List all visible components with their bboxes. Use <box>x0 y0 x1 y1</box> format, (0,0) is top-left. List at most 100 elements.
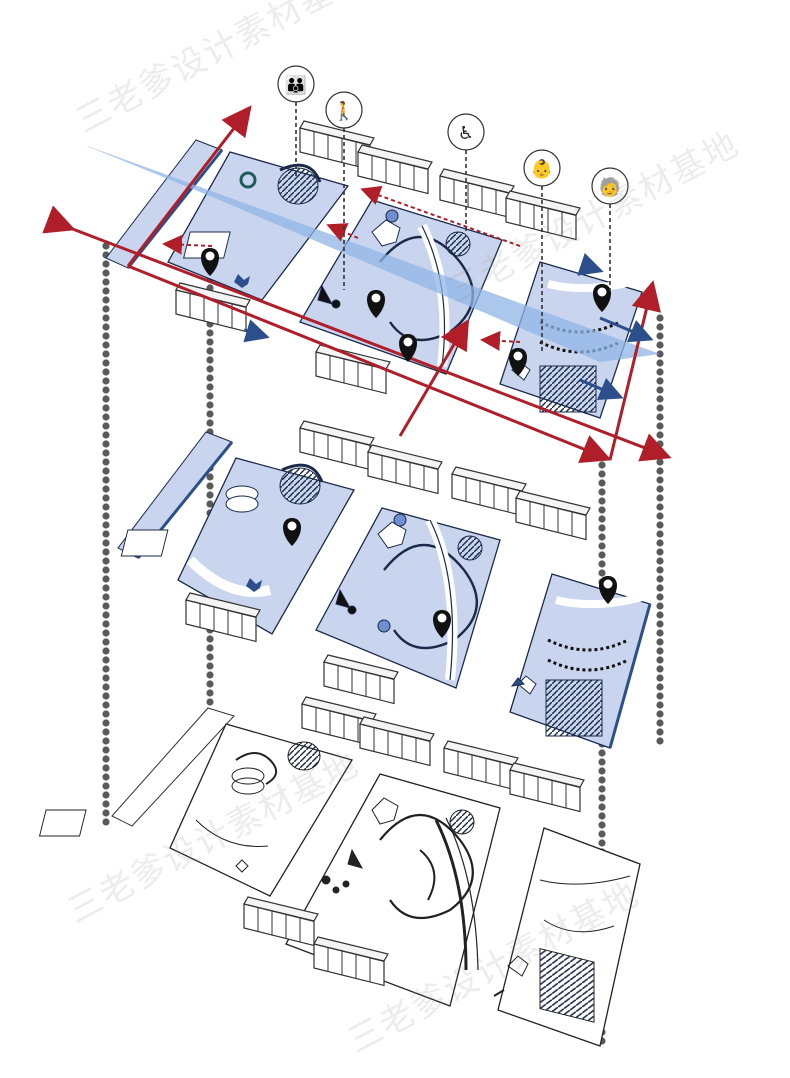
column-dot <box>206 329 214 337</box>
column-dot <box>102 746 110 754</box>
column-dot <box>206 410 214 418</box>
column-dot <box>102 341 110 349</box>
column-dot <box>102 485 110 493</box>
column-dot <box>206 347 214 355</box>
column-dot <box>102 323 110 331</box>
column-dot <box>656 692 664 700</box>
column-dot <box>102 611 110 619</box>
dotted-column-far-right <box>656 314 664 745</box>
column-dot <box>656 719 664 727</box>
column-dot <box>656 539 664 547</box>
column-dot <box>206 680 214 688</box>
column-dot <box>598 803 606 811</box>
user-icons-group: 👪 🚶 ♿ 👶 🧓 <box>277 65 629 352</box>
family-icon: 👪 <box>277 65 315 176</box>
column-dot <box>102 566 110 574</box>
column-dot <box>102 332 110 340</box>
column-dot <box>102 809 110 817</box>
icon-glyph: 🚶 <box>333 100 355 122</box>
column-dot <box>102 620 110 628</box>
column-dot <box>598 776 606 784</box>
column-dot <box>598 524 606 532</box>
elderly-icon: 🧓 <box>591 167 629 290</box>
icon-badge <box>591 167 629 205</box>
bottom-plate-right <box>497 827 641 1047</box>
column-dot <box>102 512 110 520</box>
column-dot <box>102 728 110 736</box>
column-dot <box>598 758 606 766</box>
icon-glyph: 👶 <box>531 158 553 180</box>
column-dot <box>206 392 214 400</box>
column-dot <box>102 404 110 412</box>
column-dot <box>102 818 110 826</box>
column-dot <box>656 404 664 412</box>
column-dot <box>656 674 664 682</box>
column-dot <box>656 701 664 709</box>
column-dot <box>598 470 606 478</box>
column-dot <box>598 785 606 793</box>
column-dot <box>598 542 606 550</box>
column-dot <box>206 491 214 499</box>
column-dot <box>598 461 606 469</box>
column-dot <box>656 341 664 349</box>
column-dot <box>656 395 664 403</box>
bottom-left-detail <box>38 741 321 873</box>
column-dot <box>656 530 664 538</box>
column-dot <box>102 701 110 709</box>
column-dot <box>656 656 664 664</box>
column-dot <box>102 584 110 592</box>
middle-left-detail <box>120 463 324 597</box>
wheelchair-icon: ♿ <box>447 113 485 232</box>
column-dot <box>102 287 110 295</box>
column-dot <box>102 773 110 781</box>
red-axis-frame <box>42 105 672 463</box>
navy-arrows <box>243 252 654 401</box>
column-dot <box>656 386 664 394</box>
column-dot <box>102 719 110 727</box>
column-dot <box>656 647 664 655</box>
icon-badge <box>523 149 561 187</box>
bottom-right-detail <box>493 875 631 1023</box>
column-dot <box>656 512 664 520</box>
column-dot <box>206 671 214 679</box>
column-dot <box>206 356 214 364</box>
column-dot <box>206 401 214 409</box>
column-dot <box>656 494 664 502</box>
column-dot <box>102 395 110 403</box>
column-dot <box>102 683 110 691</box>
icon-badge <box>325 91 363 129</box>
column-dot <box>206 698 214 706</box>
column-dot <box>102 782 110 790</box>
column-dot <box>102 440 110 448</box>
column-dot <box>598 812 606 820</box>
column-dot <box>206 500 214 508</box>
column-dot <box>206 365 214 373</box>
column-dot <box>656 611 664 619</box>
column-dot <box>102 602 110 610</box>
column-dot <box>102 638 110 646</box>
column-dot <box>656 683 664 691</box>
column-dot <box>102 431 110 439</box>
column-dot <box>102 314 110 322</box>
column-dot <box>102 305 110 313</box>
column-dot <box>656 377 664 385</box>
column-dot <box>102 467 110 475</box>
column-dot <box>598 497 606 505</box>
column-dot <box>598 515 606 523</box>
column-dot <box>598 533 606 541</box>
icon-glyph: ♿ <box>458 123 474 144</box>
column-dot <box>598 794 606 802</box>
bottom-strip <box>111 707 235 827</box>
column-dot <box>656 521 664 529</box>
middle-layer <box>117 420 652 749</box>
column-dot <box>102 494 110 502</box>
bottom-layer <box>38 696 641 1047</box>
column-dot <box>598 830 606 838</box>
dog-walker-icon: 🚶 <box>325 91 363 290</box>
column-dot <box>598 560 606 568</box>
column-dot <box>656 557 664 565</box>
column-dot <box>102 296 110 304</box>
column-dot <box>656 485 664 493</box>
column-dot <box>102 791 110 799</box>
column-dot <box>102 422 110 430</box>
